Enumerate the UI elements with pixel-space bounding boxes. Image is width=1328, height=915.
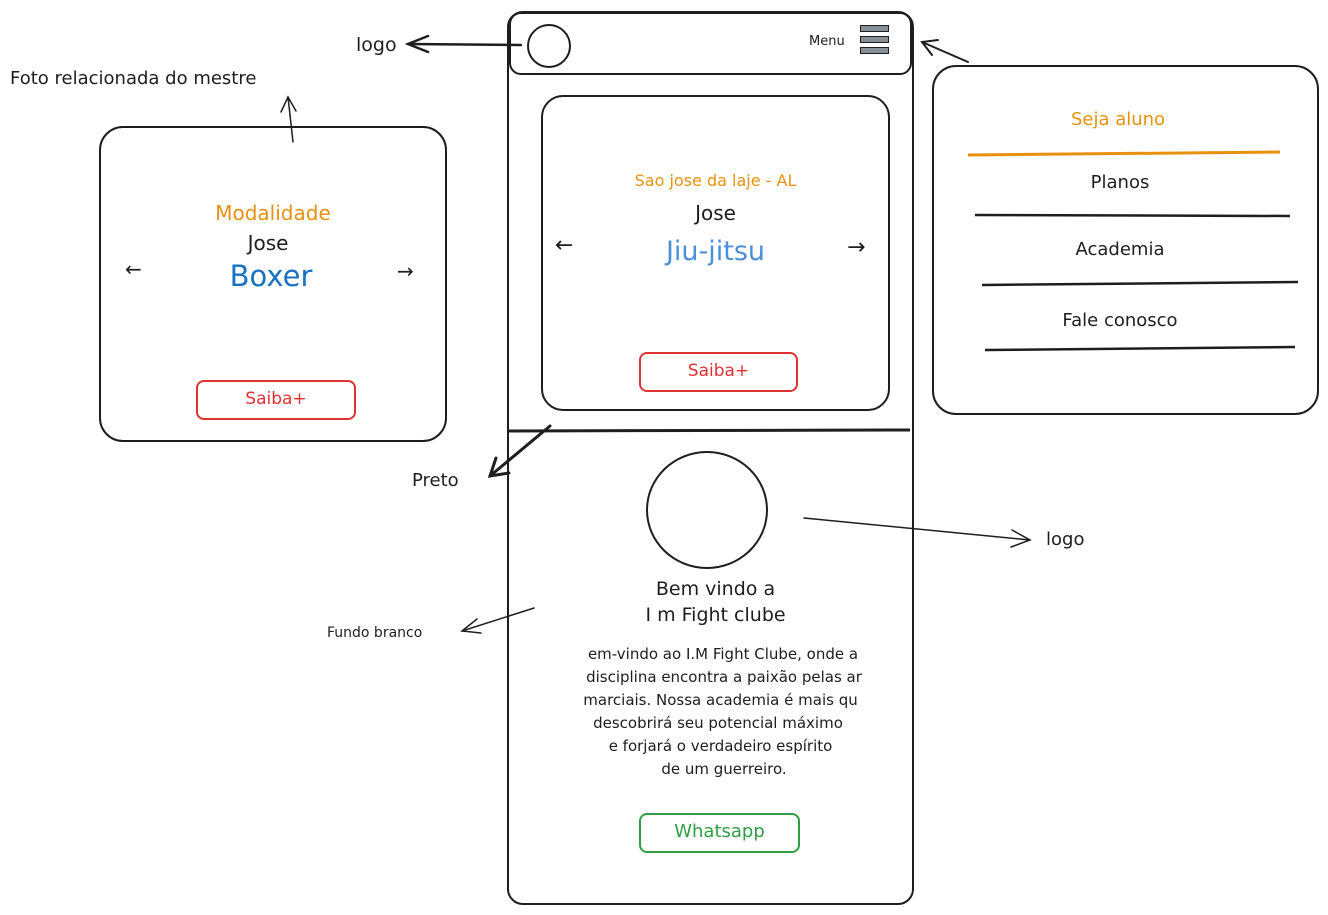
menu-item-academia[interactable]: Academia: [1075, 239, 1165, 260]
annotation-logo-top: logo: [356, 34, 397, 56]
arrow-fundo-branco: [460, 607, 535, 634]
arrow-menu-panel: [920, 39, 969, 63]
side-arrow-left-icon[interactable]: ←: [125, 257, 142, 281]
menu-item-seja-aluno[interactable]: Seja aluno: [1070, 109, 1166, 130]
hero-modality: Jiu-jitsu: [665, 236, 766, 267]
arrow-preto: [487, 424, 552, 478]
header-logo-circle[interactable]: [527, 24, 571, 68]
menu-item-planos[interactable]: Planos: [1090, 172, 1150, 193]
menu-panel: Seja aluno Planos Academia Fale conosco: [932, 65, 1319, 415]
hamburger-icon[interactable]: [860, 25, 891, 57]
menu-underline-4: [984, 345, 1296, 352]
menu-underline-1: [967, 150, 1281, 157]
side-arrow-right-icon[interactable]: →: [397, 259, 414, 283]
hero-card: Sao jose da laje - AL Jose Jiu-jitsu ← →…: [541, 95, 890, 411]
hero-name: Jose: [695, 201, 736, 225]
welcome-body-line-5: e forjará o verdadeiro espírito: [608, 737, 833, 755]
side-card-label: Modalidade: [215, 201, 331, 225]
welcome-body-line-1: em-vindo ao I.M Fight Clube, onde a: [587, 645, 859, 663]
menu-label[interactable]: Menu: [809, 34, 845, 49]
hero-saiba-button[interactable]: Saiba+: [639, 352, 798, 392]
arrow-right-icon[interactable]: →: [847, 235, 866, 260]
welcome-title-line1: Bem vindo a: [655, 578, 776, 600]
menu-underline-2: [974, 213, 1291, 218]
hero-location: Sao jose da laje - AL: [634, 171, 797, 190]
annotation-foto: Foto relacionada do mestre: [10, 68, 257, 89]
menu-underline-3: [981, 280, 1299, 287]
annotation-preto: Preto: [412, 470, 459, 491]
whatsapp-button[interactable]: Whatsapp: [639, 813, 800, 853]
arrow-logo-bottom: [803, 517, 1032, 548]
welcome-title-line2: I m Fight clube: [645, 604, 786, 626]
arrow-logo-top: [404, 34, 523, 54]
side-card-modality: Boxer: [229, 259, 313, 293]
welcome-body-line-4: descobrirá seu potencial máximo: [593, 714, 843, 732]
section-divider: [507, 428, 911, 433]
welcome-body-line-3: marciais. Nossa academia é mais qu: [583, 691, 858, 709]
annotation-logo-bottom: logo: [1046, 529, 1085, 550]
arrow-foto: [280, 95, 297, 143]
header-bar: Menu: [509, 12, 912, 75]
welcome-body-line-6: de um guerreiro.: [661, 760, 787, 778]
welcome-body-line-2: disciplina encontra a paixão pelas ar: [586, 668, 862, 686]
annotation-fundo-branco: Fundo branco: [327, 625, 423, 641]
arrow-left-icon[interactable]: ←: [555, 233, 574, 258]
side-card: Modalidade Jose Boxer ← → Saiba+: [99, 126, 447, 442]
welcome-logo-circle: [646, 451, 768, 569]
side-card-name: Jose: [247, 231, 289, 255]
side-saiba-button[interactable]: Saiba+: [196, 380, 356, 420]
menu-item-fale-conosco[interactable]: Fale conosco: [1062, 310, 1178, 331]
